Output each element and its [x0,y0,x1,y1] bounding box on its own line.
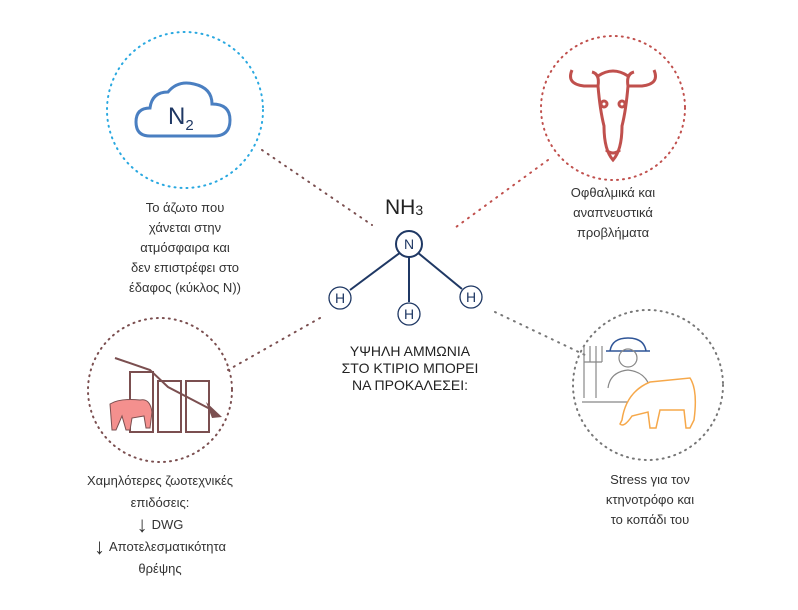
center-title: ΥΨΗΛΗ ΑΜΜΩΝΙΑ ΣΤΟ ΚΤΙΡΙΟ ΜΠΟΡΕΙ ΝΑ ΠΡΟΚΑ… [320,343,500,394]
formula-subscript: 3 [415,202,424,218]
nitrogen-formula: N2 [168,103,194,134]
eyes-caption: Οφθαλμικά και αναπνευστικά προβλήματα [553,183,673,243]
dwg-item: ↓DWG [70,514,250,536]
caption-line: έδαφος (κύκλος Ν)) [129,280,241,295]
caption-line: Οφθαλμικά και [570,185,656,200]
caption-line: κτηνοτρόφο και [605,492,695,507]
down-arrow-icon: ↓ [136,512,148,537]
connector-eyes [451,159,549,231]
atom-h-left: H [334,290,346,306]
caption-line: ατμόσφαιρα και [140,240,230,255]
efficiency-label: Αποτελεσματικότητα [109,539,226,554]
efficiency-label-cont: θρέψης [138,561,182,576]
atom-h-bottom: H [403,306,415,322]
ammonia-formula: NH3 [385,196,423,220]
nitrogen-subscript: 2 [185,116,194,134]
caption-line: προβλήματα [576,225,650,240]
cow-head-icon [569,69,657,163]
declining-bars-icon [109,357,222,433]
performance-caption: Χαμηλότερες ζωοτεχνικές επιδόσεις: ↓DWG … [70,470,250,580]
stress-caption: Stress για τον κτηνοτρόφο και το κοπάδι … [580,470,720,530]
connector-nitrogen [261,149,373,226]
center-title-line: ΝΑ ΠΡΟΚΑΛΕΣΕΙ: [351,377,469,393]
atom-h-right: H [465,289,477,305]
caption-line: το κοπάδι του [610,512,690,527]
center-title-line: ΥΨΗΛΗ ΑΜΜΩΝΙΑ [349,343,471,359]
atom-n: N [403,236,415,252]
caption-line: επιδόσεις: [130,495,190,510]
caption-line: χάνεται στην [148,220,222,235]
down-arrow-icon: ↓ [94,534,105,559]
nitrogen-label: N [168,103,186,130]
formula-text: NH [385,196,416,219]
stress-circle [572,309,724,461]
caption-line: δεν επιστρέφει στο [130,260,240,275]
connector-performance [227,317,321,371]
caption-line: αναπνευστικά [573,205,653,220]
cloud-icon [134,81,232,138]
nitrogen-circle [106,31,264,189]
center-title-line: ΣΤΟ ΚΤΙΡΙΟ ΜΠΟΡΕΙ [341,360,479,376]
caption-line: Το άζωτο που [145,200,225,215]
dwg-label: DWG [151,517,184,532]
caption-line: Stress για τον [610,472,690,487]
performance-circle [87,317,233,463]
eyes-circle [540,35,686,181]
connector-stress [494,311,586,356]
caption-line: Χαμηλότερες ζωοτεχνικές [86,473,233,488]
nitrogen-caption: Το άζωτο που χάνεται στην ατμόσφαιρα και… [95,198,275,298]
efficiency-item: ↓ Αποτελεσματικότητα [70,536,250,558]
farmer-cow-icon [582,337,697,429]
ammonia-molecule [328,230,483,326]
